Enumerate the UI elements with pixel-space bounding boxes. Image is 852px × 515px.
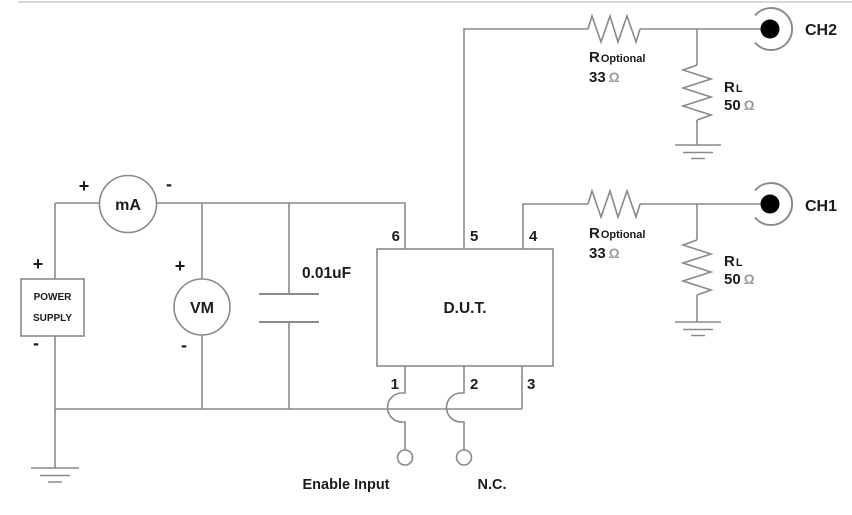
ground-icon [31, 467, 79, 483]
ch2-label: CH2 [805, 22, 837, 39]
ammeter-icon [98, 174, 158, 234]
ch2-feed-wire [463, 28, 588, 249]
ch1-load-resistor-label: RL [724, 253, 743, 270]
ch2-load-resistor-icon [680, 64, 714, 121]
ch2-load-resistor-label: RL [724, 79, 743, 96]
nc-terminal: N.C. [445, 366, 507, 493]
bnc-connector-icon [754, 7, 793, 51]
ammeter-label: mA [115, 197, 141, 214]
enable-terminal: Enable Input [303, 366, 414, 493]
ch2-series-resistor-label: ROptional [589, 49, 645, 66]
capacitor-value: 0.01uF [302, 265, 351, 282]
ch1-feed-wire [522, 203, 588, 249]
nc-label: N.C. [478, 477, 507, 493]
top-rail-wire [55, 202, 406, 249]
voltmeter-icon [173, 278, 231, 336]
power-supply-minus-sign: - [33, 333, 39, 353]
power-supply: POWER SUPPLY + - [20, 254, 85, 353]
dut-pin-label-3: 3 [527, 376, 535, 393]
power-supply-box [20, 278, 85, 337]
dut: D.U.T. 6 5 4 1 2 3 [376, 228, 554, 393]
enable-input-label: Enable Input [303, 477, 390, 493]
bnc-connector-icon [754, 182, 793, 226]
ch1-series-resistor-icon [587, 188, 641, 220]
ground-icon [675, 321, 721, 337]
ammeter-minus-sign: - [166, 174, 172, 194]
dut-box [376, 248, 554, 367]
dut-pin-label-2: 2 [470, 376, 478, 393]
ch1-label: CH1 [805, 198, 837, 215]
pin2-hop-wire [445, 366, 465, 450]
power-supply-label-line1: POWER [34, 292, 73, 303]
pin1-hop-wire [386, 366, 406, 450]
ammeter-plus-sign: + [79, 176, 90, 196]
nc-terminal-icon [455, 449, 473, 466]
ch2-series-resistor-icon [587, 13, 641, 45]
power-supply-plus-sign: + [33, 254, 44, 274]
ammeter: mA + - [79, 174, 172, 234]
dut-pin-label-6: 6 [392, 228, 400, 245]
power-supply-label-line2: SUPPLY [33, 313, 72, 324]
voltmeter-label: VM [190, 300, 214, 317]
dut-label: D.U.T. [443, 300, 486, 317]
dut-pin-label-5: 5 [470, 228, 478, 245]
voltmeter-plus-sign: + [175, 256, 186, 276]
voltmeter: VM + - [173, 256, 231, 355]
ch1-load-resistor-icon [680, 239, 714, 296]
voltmeter-minus-sign: - [181, 335, 187, 355]
capacitor-icon [259, 293, 319, 323]
capacitor: 0.01uF [259, 265, 351, 323]
enable-terminal-icon [396, 449, 414, 466]
ground-icon [675, 144, 721, 160]
dut-pin-label-4: 4 [529, 228, 538, 245]
dut-pin-label-1: 1 [391, 376, 399, 393]
ch1-series-resistor-label: ROptional [589, 225, 645, 242]
